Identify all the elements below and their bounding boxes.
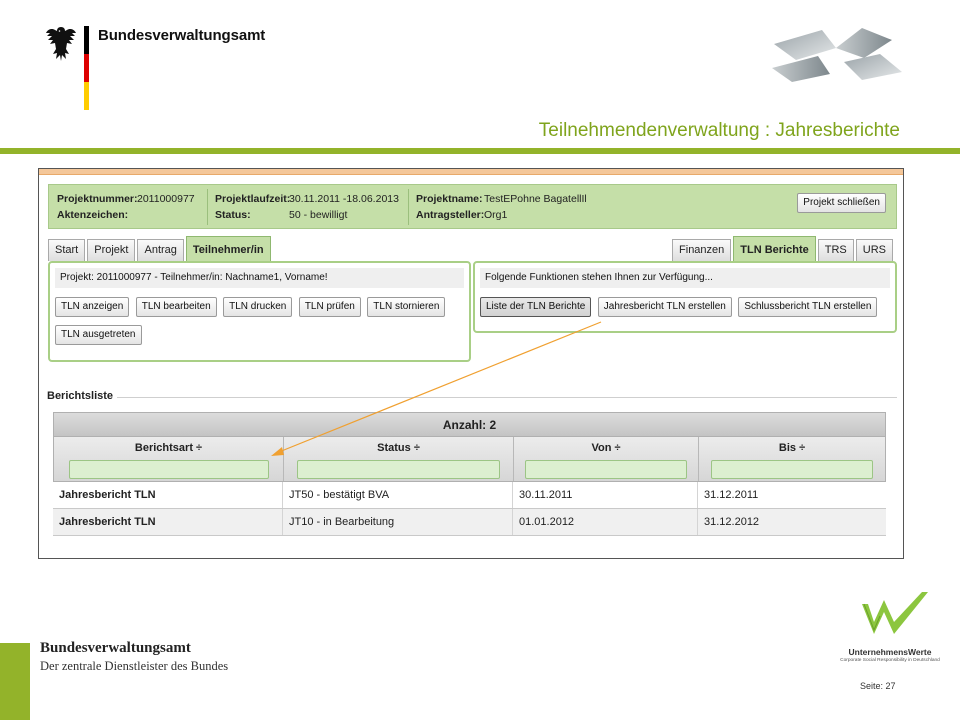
- tab-teilnehmer[interactable]: Teilnehmer/in: [185, 236, 271, 261]
- create-final-report-button[interactable]: Schlussbericht TLN erstellen: [738, 297, 878, 317]
- app-top-strip: [39, 169, 903, 175]
- column-header-berichtsart[interactable]: Berichtsart ÷: [54, 437, 284, 481]
- tab-trs[interactable]: TRS: [817, 239, 854, 261]
- project-col-3: Projektname:TestEPohne BagatellIl Antrag…: [416, 185, 646, 228]
- print-participant-button[interactable]: TLN drucken: [223, 297, 293, 317]
- cell-status: JT50 - bestätigt BVA: [283, 482, 513, 508]
- project-status-label: Status:: [215, 209, 251, 221]
- filter-status-input[interactable]: [297, 460, 500, 479]
- applicant-label: Antragsteller:: [416, 209, 485, 221]
- report-list-legend: Berichtsliste: [47, 390, 118, 402]
- participant-actions-box: Projekt: 2011000977 - Teilnehmer/in: Nac…: [48, 261, 471, 362]
- participant-button-row: TLN anzeigen TLN bearbeiten TLN drucken …: [55, 296, 469, 317]
- panel-separator: [408, 189, 409, 225]
- cell-von: 01.01.2012: [513, 509, 698, 535]
- cancel-participant-button[interactable]: TLN stornieren: [367, 297, 446, 317]
- german-flag-bar: [84, 26, 89, 110]
- column-label: Status ÷: [377, 442, 420, 454]
- header-divider: [0, 148, 960, 154]
- project-name-label: Projektname:: [416, 193, 483, 205]
- report-table-header: Berichtsart ÷ Status ÷ Von ÷ Bis ÷: [53, 437, 886, 482]
- filter-berichtsart-input[interactable]: [68, 460, 269, 479]
- column-header-bis[interactable]: Bis ÷: [699, 437, 885, 481]
- tab-antrag[interactable]: Antrag: [137, 239, 184, 261]
- column-label: Von ÷: [591, 442, 621, 454]
- cell-status: JT10 - in Bearbeitung: [283, 509, 513, 535]
- project-info-panel: Projektnummer:2011000977 Aktenzeichen: P…: [48, 184, 897, 229]
- filter-von-input[interactable]: [525, 460, 687, 479]
- participant-info: Projekt: 2011000977 - Teilnehmer/in: Nac…: [55, 268, 464, 288]
- tab-projekt[interactable]: Projekt: [87, 239, 136, 261]
- uw-brand-name: UnternehmensWerte: [848, 647, 932, 657]
- page-number: Seite: 27: [860, 681, 896, 691]
- report-functions-box: Folgende Funktionen stehen Ihnen zur Ver…: [473, 261, 897, 333]
- cell-von: 30.11.2011: [513, 482, 698, 508]
- project-name-value: TestEPohne BagatellIl: [484, 193, 587, 205]
- table-row[interactable]: Jahresbericht TLN JT10 - in Bearbeitung …: [53, 509, 886, 536]
- close-project-button[interactable]: Projekt schließen: [797, 193, 886, 213]
- footer-org-subtitle: Der zentrale Dienstleister des Bundes: [40, 659, 229, 673]
- panel-separator: [207, 189, 208, 225]
- uw-brand: UnternehmensWerte Corporate Social Respo…: [828, 647, 952, 663]
- project-duration-value: 30.11.2011 -18.06.2013: [289, 193, 399, 205]
- table-row[interactable]: Jahresbericht TLN JT50 - bestätigt BVA 3…: [53, 482, 886, 509]
- org-name: Bundesverwaltungsamt: [98, 27, 266, 44]
- file-reference-label: Aktenzeichen:: [57, 209, 129, 221]
- create-annual-report-button[interactable]: Jahresbericht TLN erstellen: [597, 297, 732, 317]
- project-duration-label: Projektlaufzeit:: [215, 193, 291, 205]
- cell-bis: 31.12.2012: [704, 516, 760, 528]
- report-table: Anzahl: 2 Berichtsart ÷ Status ÷ Von ÷ B…: [53, 412, 886, 536]
- filter-bis-input[interactable]: [711, 460, 873, 479]
- project-status-value: 50 - bewilligt: [289, 209, 348, 221]
- tab-tln-berichte[interactable]: TLN Berichte: [733, 236, 816, 261]
- decorative-header-graphic: [772, 28, 902, 82]
- app-screenshot: Projektnummer:2011000977 Aktenzeichen: P…: [38, 168, 904, 559]
- footer-org-name: Bundesverwaltungsamt: [40, 640, 191, 656]
- cell-bis: 31.12.2011: [704, 489, 759, 501]
- column-label: Berichtsart ÷: [134, 442, 203, 454]
- cell-berichtsart: Jahresbericht TLN: [53, 509, 283, 535]
- project-col-1: Projektnummer:2011000977 Aktenzeichen:: [57, 185, 212, 228]
- show-participant-button[interactable]: TLN anzeigen: [55, 297, 130, 317]
- project-number-value: 2011000977: [137, 193, 195, 205]
- participant-left-button[interactable]: TLN ausgetreten: [55, 325, 142, 345]
- slide-title: Teilnehmendenverwaltung : Jahresberichte: [538, 120, 900, 141]
- tab-urs[interactable]: URS: [855, 239, 893, 261]
- functions-info: Folgende Funktionen stehen Ihnen zur Ver…: [480, 268, 890, 288]
- participant-button-row-2: TLN ausgetreten: [55, 324, 469, 345]
- footer-org: Bundesverwaltungsamt Der zentrale Dienst…: [40, 640, 228, 674]
- edit-participant-button[interactable]: TLN bearbeiten: [135, 297, 217, 317]
- functions-button-row: Liste der TLN Berichte Jahresbericht TLN…: [480, 296, 895, 317]
- column-header-von[interactable]: Von ÷: [514, 437, 699, 481]
- sub-tabs: Finanzen TLN Berichte TRS URS: [672, 236, 893, 261]
- project-col-2: Projektlaufzeit:30.11.2011 -18.06.2013 S…: [215, 185, 415, 228]
- main-tabs: Start Projekt Antrag Teilnehmer/in: [48, 236, 273, 261]
- report-count: Anzahl: 2: [53, 412, 886, 437]
- tab-start[interactable]: Start: [48, 239, 86, 261]
- column-header-status[interactable]: Status ÷: [284, 437, 514, 481]
- report-list-button[interactable]: Liste der TLN Berichte: [480, 297, 592, 317]
- project-number-label: Projektnummer:: [57, 193, 138, 205]
- column-label: Bis ÷: [778, 442, 806, 454]
- federal-eagle-icon: [46, 27, 76, 61]
- applicant-value: Org1: [484, 209, 508, 221]
- check-participant-button[interactable]: TLN prüfen: [298, 297, 361, 317]
- cell-berichtsart: Jahresbericht TLN: [53, 482, 283, 508]
- tab-finanzen[interactable]: Finanzen: [672, 239, 732, 261]
- check-mark-logo-icon: [862, 592, 928, 634]
- footer-accent-bar: [0, 643, 30, 720]
- uw-brand-tagline: Corporate Social Responsibility in Deuts…: [840, 658, 940, 663]
